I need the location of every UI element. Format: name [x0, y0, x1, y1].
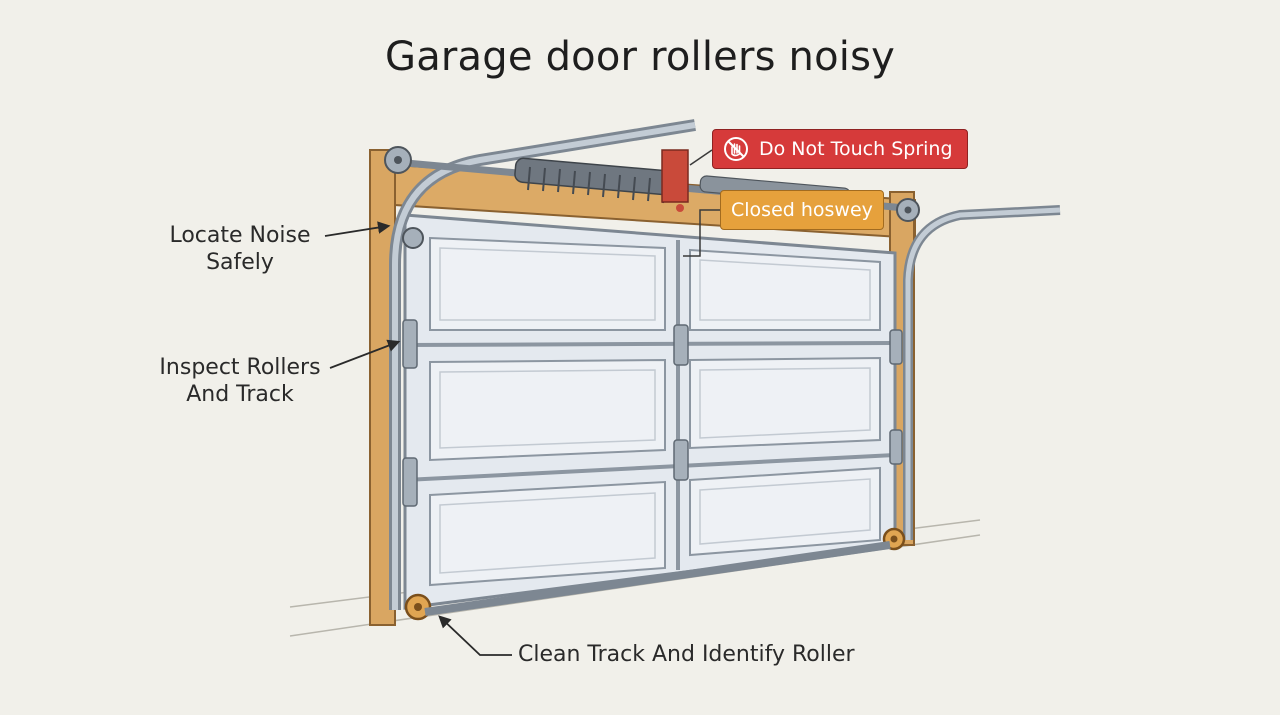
- info-badge: Closed hoswey: [720, 190, 884, 230]
- badge-connectors: [683, 149, 720, 257]
- right-track: [903, 205, 1061, 540]
- left-track: [389, 119, 696, 610]
- callout-leaders: [324, 221, 512, 656]
- clean-leader: [438, 615, 512, 656]
- callout-locate-line-2: Safely: [206, 250, 274, 275]
- rollers: [404, 527, 906, 621]
- callout-locate-noise: Locate Noise Safely: [160, 222, 320, 276]
- page-title: Garage door rollers noisy: [385, 34, 895, 80]
- callout-inspect-line-2: And Track: [186, 382, 294, 407]
- warning-badge: Do Not Touch Spring: [712, 129, 968, 169]
- info-badge-text: Closed hoswey: [731, 199, 873, 221]
- locate-leader: [324, 221, 391, 237]
- callout-locate-line-1: Locate Noise: [169, 223, 311, 248]
- bottom-rail: [424, 541, 891, 616]
- callout-inspect-line-1: Inspect Rollers: [159, 355, 321, 380]
- pulleys: [384, 146, 920, 249]
- callout-inspect-rollers: Inspect Rollers And Track: [150, 354, 330, 408]
- door-panels: [403, 213, 897, 610]
- inspect-leader: [329, 339, 401, 369]
- callout-clean-track: Clean Track And Identify Roller: [518, 642, 855, 667]
- hinges: [402, 319, 903, 507]
- no-touch-hand-icon: [724, 137, 748, 161]
- warning-badge-text: Do Not Touch Spring: [759, 138, 953, 160]
